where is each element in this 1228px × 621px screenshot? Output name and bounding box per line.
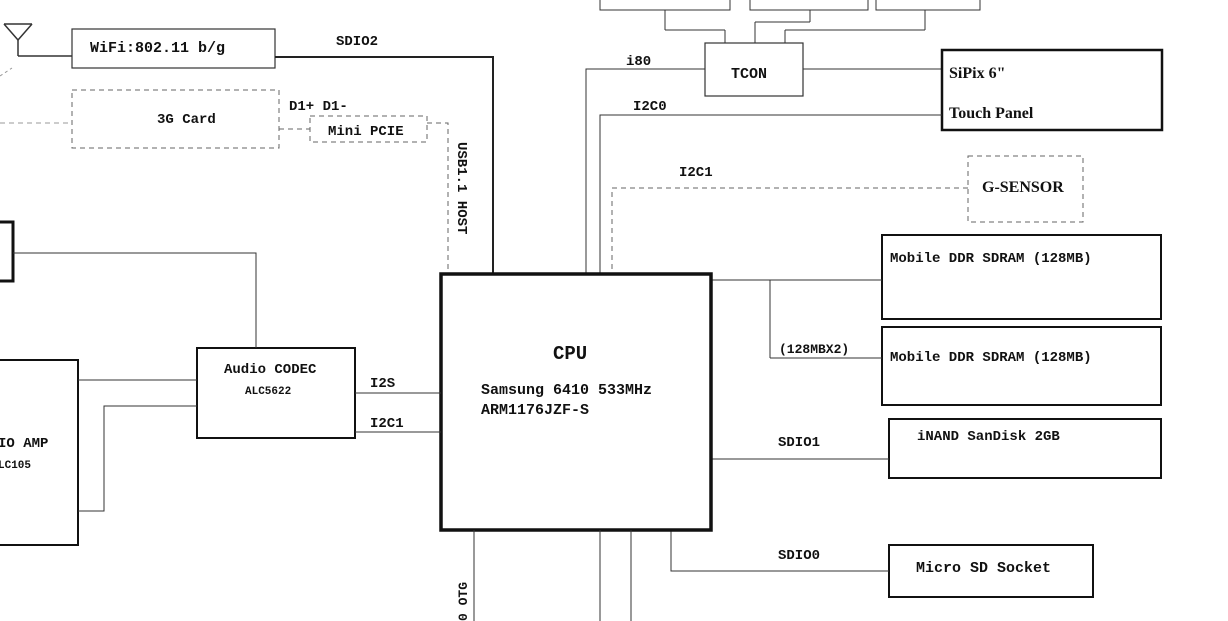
inand-label: iNAND SanDisk 2GB bbox=[917, 429, 1060, 445]
amp-block bbox=[0, 359, 79, 546]
sdio2-line bbox=[275, 56, 494, 274]
ddr1-block bbox=[881, 234, 1162, 320]
cpu-bottom-lines bbox=[473, 530, 632, 621]
offscreen-dashed-arrow bbox=[0, 67, 13, 77]
cpu-line1: Samsung 6410 533MHz bbox=[481, 382, 652, 399]
display-block bbox=[940, 48, 1164, 132]
i2c0-label: I2C0 bbox=[633, 99, 667, 115]
codec-part: ALC5622 bbox=[245, 386, 291, 398]
sdio0-line bbox=[670, 530, 889, 572]
amp-title: IO AMP bbox=[0, 436, 48, 452]
mini-pcie-label: Mini PCIE bbox=[328, 124, 404, 140]
otg-label: 0 OTG bbox=[456, 582, 471, 621]
display-label-line1: SiPix 6" bbox=[949, 65, 1005, 82]
tcon-label: TCON bbox=[731, 66, 767, 83]
wifi-label: WiFi:802.11 b/g bbox=[90, 40, 225, 57]
cpu-line2: ARM1176JZF-S bbox=[481, 402, 589, 419]
ddr1-label: Mobile DDR SDRAM (128MB) bbox=[890, 251, 1092, 267]
wifi-block bbox=[71, 28, 276, 69]
ddr2-label: Mobile DDR SDRAM (128MB) bbox=[890, 350, 1092, 366]
i2s-label: I2S bbox=[370, 376, 395, 392]
left-block-to-codec-line bbox=[13, 252, 257, 348]
sdio1-label: SDIO1 bbox=[778, 435, 820, 451]
d1-label: D1+ D1- bbox=[289, 99, 348, 115]
offscreen-left-block bbox=[0, 220, 15, 283]
ddr-x2-label: (128MBX2) bbox=[779, 342, 849, 357]
codec-title: Audio CODEC bbox=[224, 362, 317, 378]
gsensor-label: G-SENSOR bbox=[982, 179, 1064, 196]
card-3g-label: 3G Card bbox=[157, 112, 216, 128]
gsensor-block bbox=[967, 155, 1084, 223]
amp-to-codec-lines bbox=[78, 379, 197, 512]
ddr2-block bbox=[881, 326, 1162, 406]
mini-pcie-block bbox=[309, 115, 428, 143]
microsd-label: Micro SD Socket bbox=[916, 560, 1051, 577]
sdio0-label: SDIO0 bbox=[778, 548, 820, 564]
display-label-line2: Touch Panel bbox=[949, 105, 1034, 122]
usb-host-line bbox=[427, 122, 449, 274]
i80-line bbox=[585, 68, 705, 274]
usb-host-label: USB1.1 HOST bbox=[453, 142, 469, 234]
i80-label: i80 bbox=[626, 54, 651, 70]
top-display-connectors bbox=[599, 0, 981, 43]
cpu-title: CPU bbox=[553, 343, 587, 365]
i2c0-line bbox=[599, 114, 942, 274]
card-3g-block bbox=[71, 89, 280, 149]
inand-block bbox=[888, 418, 1162, 479]
cpu-block bbox=[439, 272, 713, 532]
i2c1-top-label: I2C1 bbox=[679, 165, 713, 181]
i2c1-top-line bbox=[611, 187, 968, 274]
sdio2-label: SDIO2 bbox=[336, 34, 378, 50]
amp-part: LC105 bbox=[0, 460, 31, 472]
antenna-icon bbox=[3, 23, 72, 57]
i2c1-codec-label: I2C1 bbox=[370, 416, 404, 432]
ddr-bus-lines bbox=[711, 279, 882, 359]
